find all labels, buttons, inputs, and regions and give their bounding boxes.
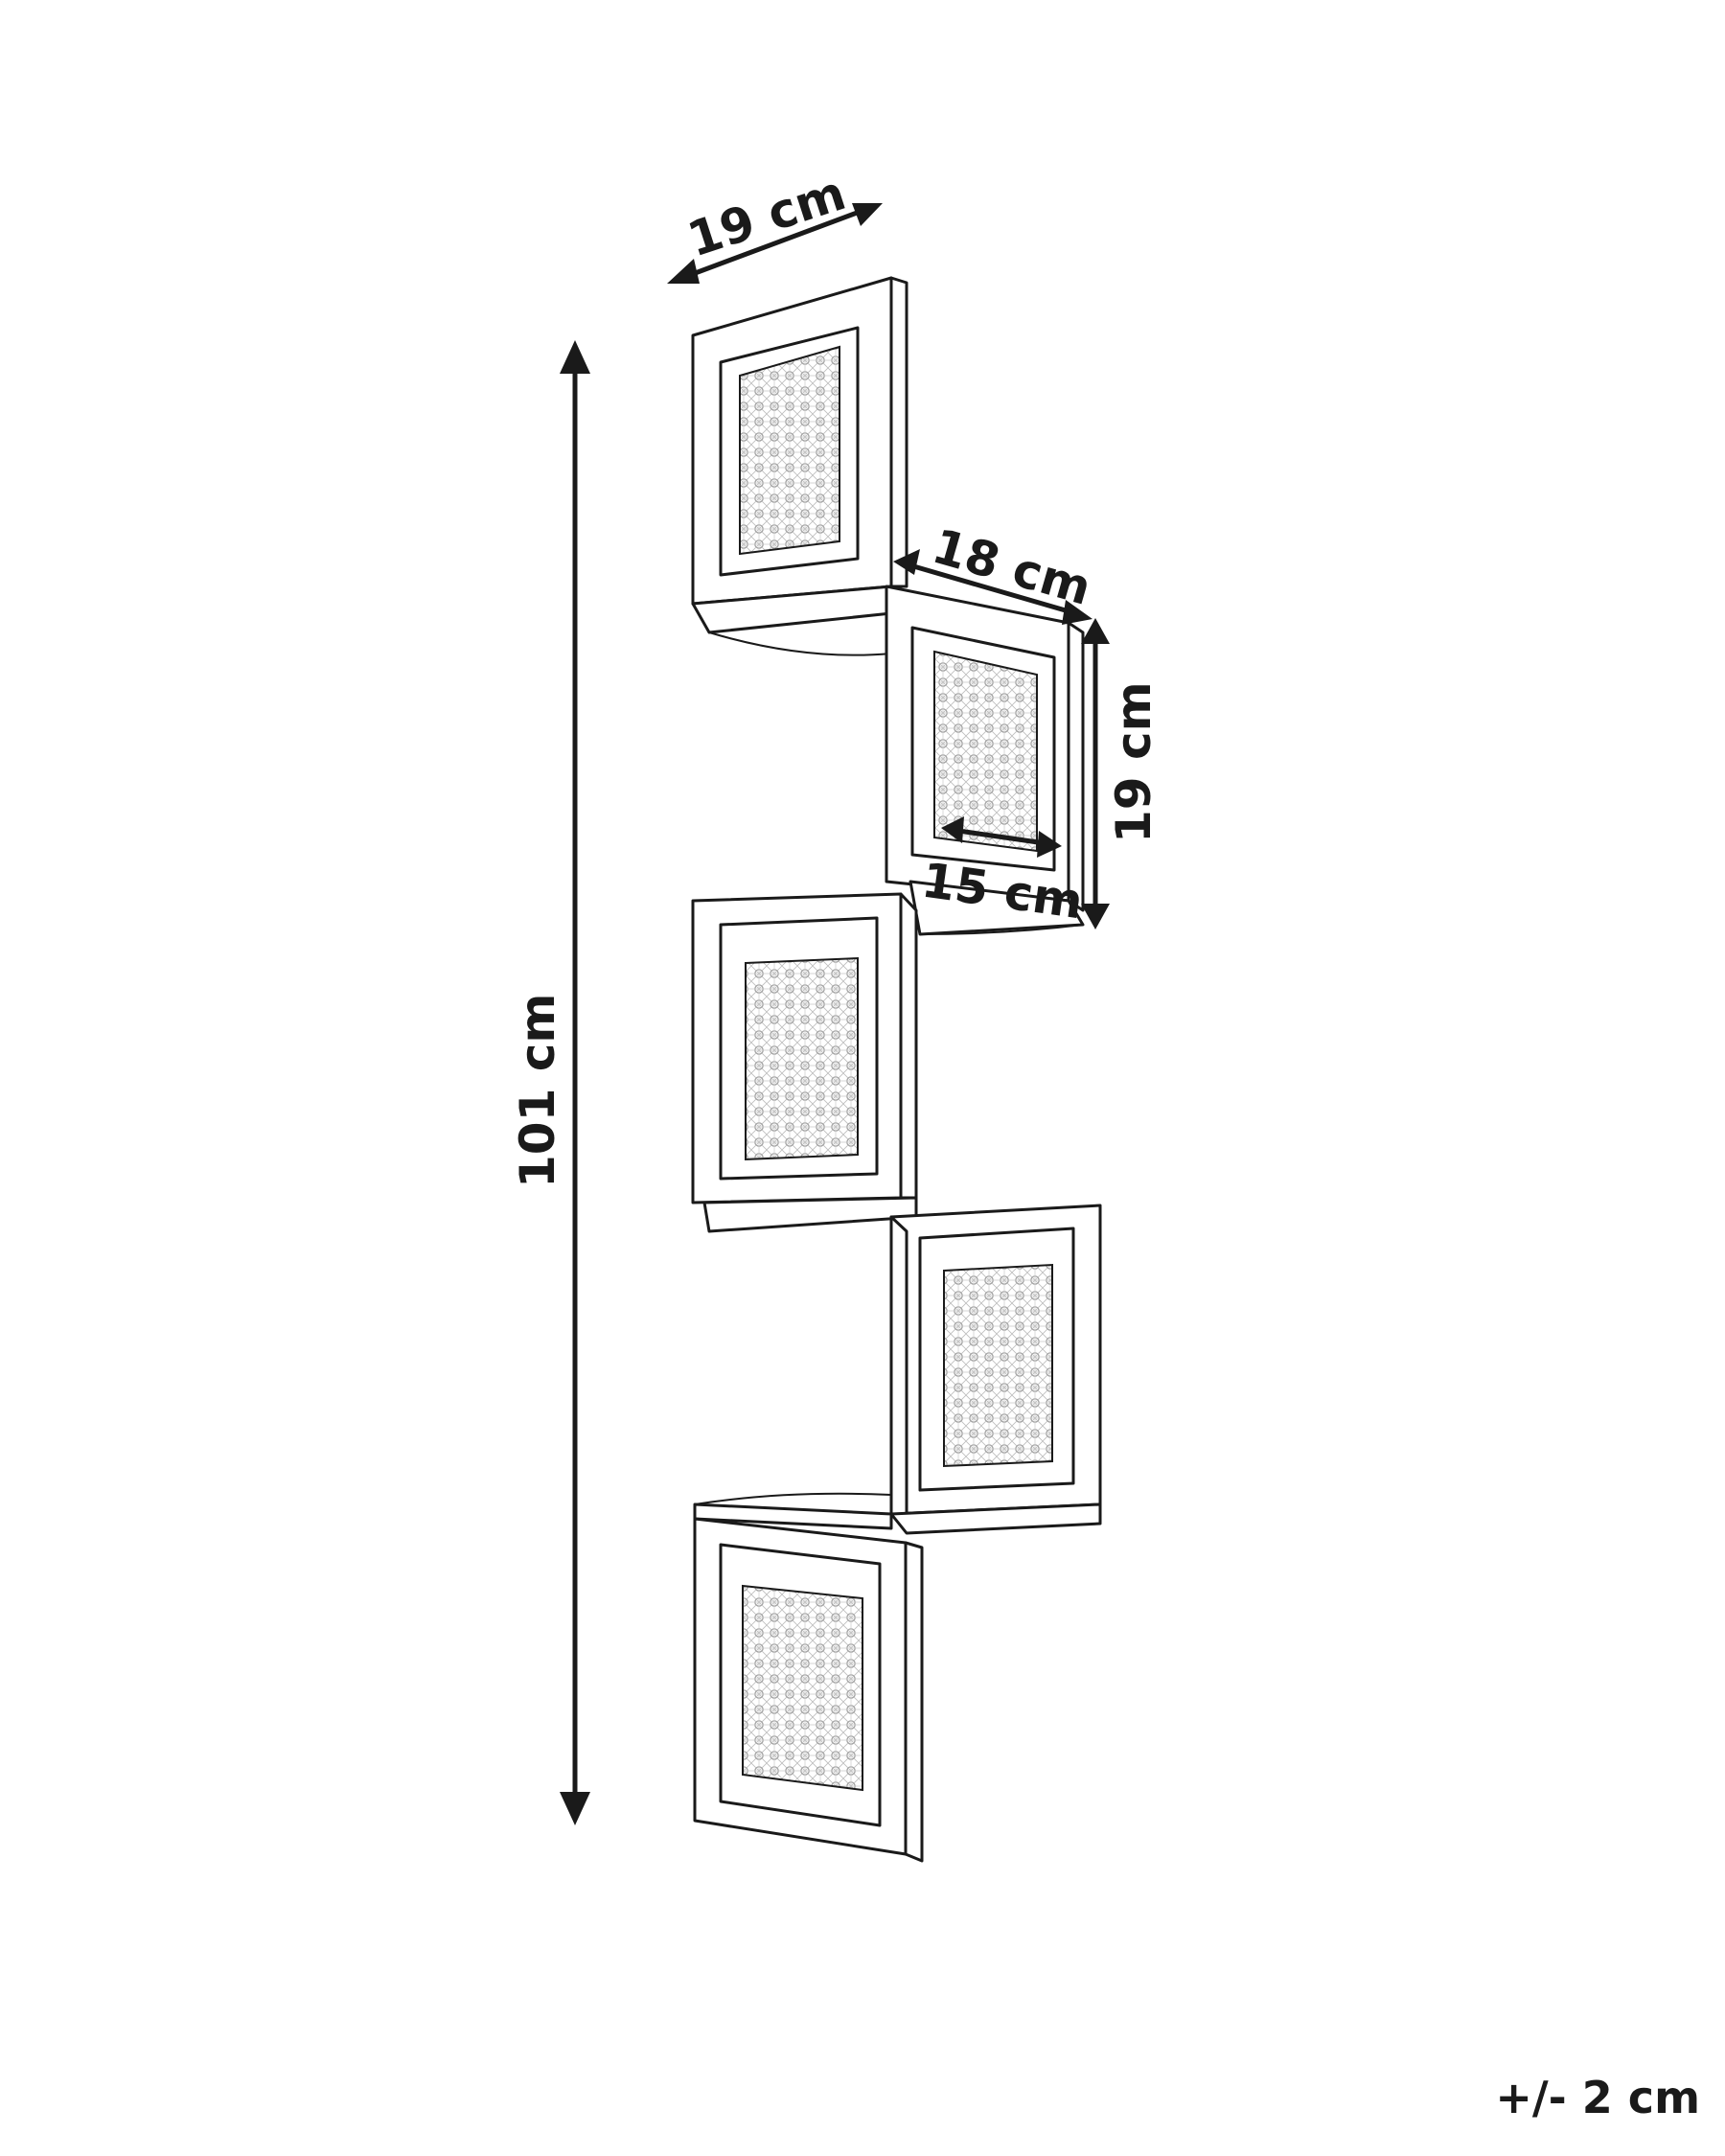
dimension-total-height: 101 cm bbox=[510, 340, 590, 1825]
dimension-cube-height: 19 cm bbox=[1081, 618, 1162, 929]
shelf-cube-1 bbox=[691, 276, 908, 656]
shelf-cube-5 bbox=[693, 1502, 924, 1863]
shelf-cube-4 bbox=[694, 1204, 1102, 1535]
tolerance-note: +/- 2 cm bbox=[1495, 2072, 1700, 2123]
dimension-top-depth: 19 cm bbox=[667, 165, 883, 284]
dimension-label-total-height: 101 cm bbox=[510, 993, 565, 1188]
dimension-label-top-depth: 19 cm bbox=[681, 165, 852, 267]
shelf-cube-3 bbox=[691, 892, 918, 1233]
dimension-label-cube-height: 19 cm bbox=[1106, 681, 1162, 843]
shelf-cube-2 bbox=[885, 585, 1085, 936]
